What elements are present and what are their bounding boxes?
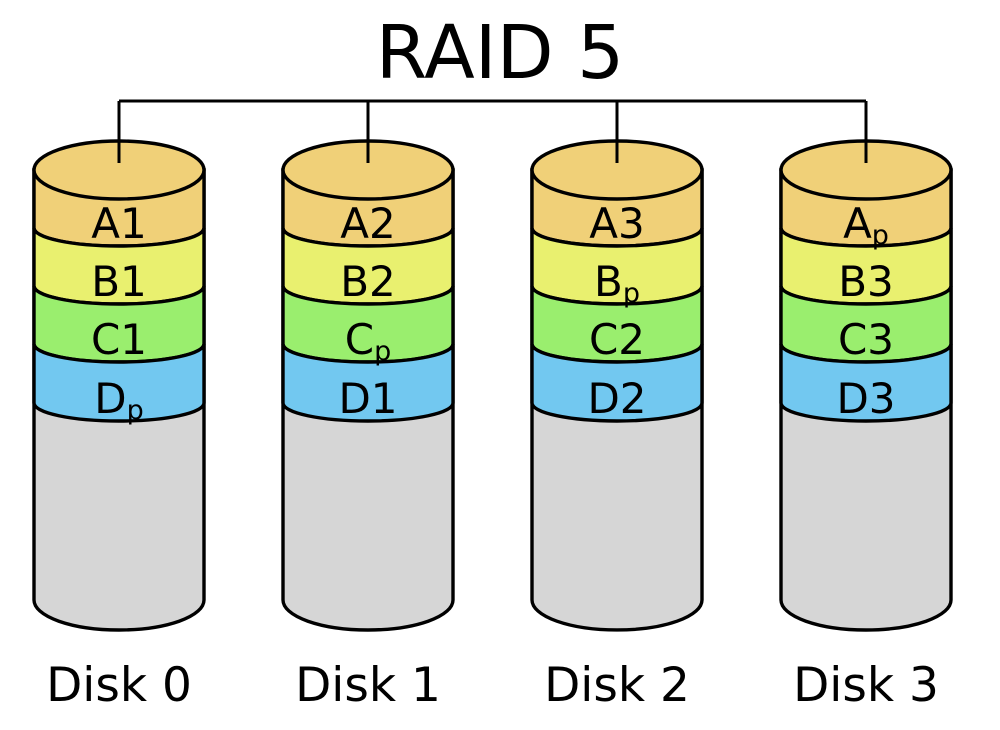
block-band-Dp [32,343,206,423]
block-band-D1 [281,343,455,423]
block-label-B3: B3 [838,257,894,306]
block-label-D3: D3 [836,374,895,423]
block-label-D1: D1 [338,374,397,423]
block-label-A3: A3 [589,199,644,248]
disk-caption: Disk 2 [544,658,690,713]
block-band-D3 [779,343,953,423]
block-label-Bp: Bp [594,257,640,309]
block-label-A2: A2 [340,199,395,248]
block-label-C3: C3 [838,315,894,364]
block-label-C2: C2 [589,315,645,364]
block-label-A1: A1 [91,199,146,248]
block-label-D2: D2 [587,374,646,423]
block-label-Ap: Ap [843,199,889,251]
block-label-Cp: Cp [345,315,391,367]
disk-caption: Disk 1 [295,658,441,713]
disk-caption: Disk 0 [46,658,192,713]
disk-caption: Disk 3 [793,658,939,713]
block-label-B2: B2 [340,257,396,306]
diagram-title: RAID 5 [376,10,624,96]
block-label-Dp: Dp [94,374,143,426]
block-label-C1: C1 [91,315,147,364]
block-label-B1: B1 [91,257,147,306]
block-band-D2 [530,343,704,423]
